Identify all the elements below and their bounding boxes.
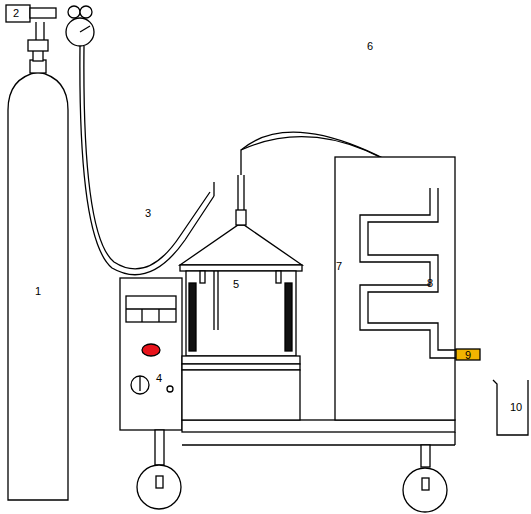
callout-number: 8 <box>427 277 433 289</box>
callout-number: 4 <box>156 372 162 384</box>
callout-number: 2 <box>13 7 19 19</box>
callout-number: 3 <box>145 207 151 219</box>
callout-number: 10 <box>510 401 522 413</box>
callout-number: 1 <box>35 285 41 297</box>
callout-number: 9 <box>465 349 471 361</box>
callout-number: 7 <box>336 260 342 272</box>
callout-number: 6 <box>367 40 373 52</box>
callout-number: 5 <box>233 278 239 290</box>
